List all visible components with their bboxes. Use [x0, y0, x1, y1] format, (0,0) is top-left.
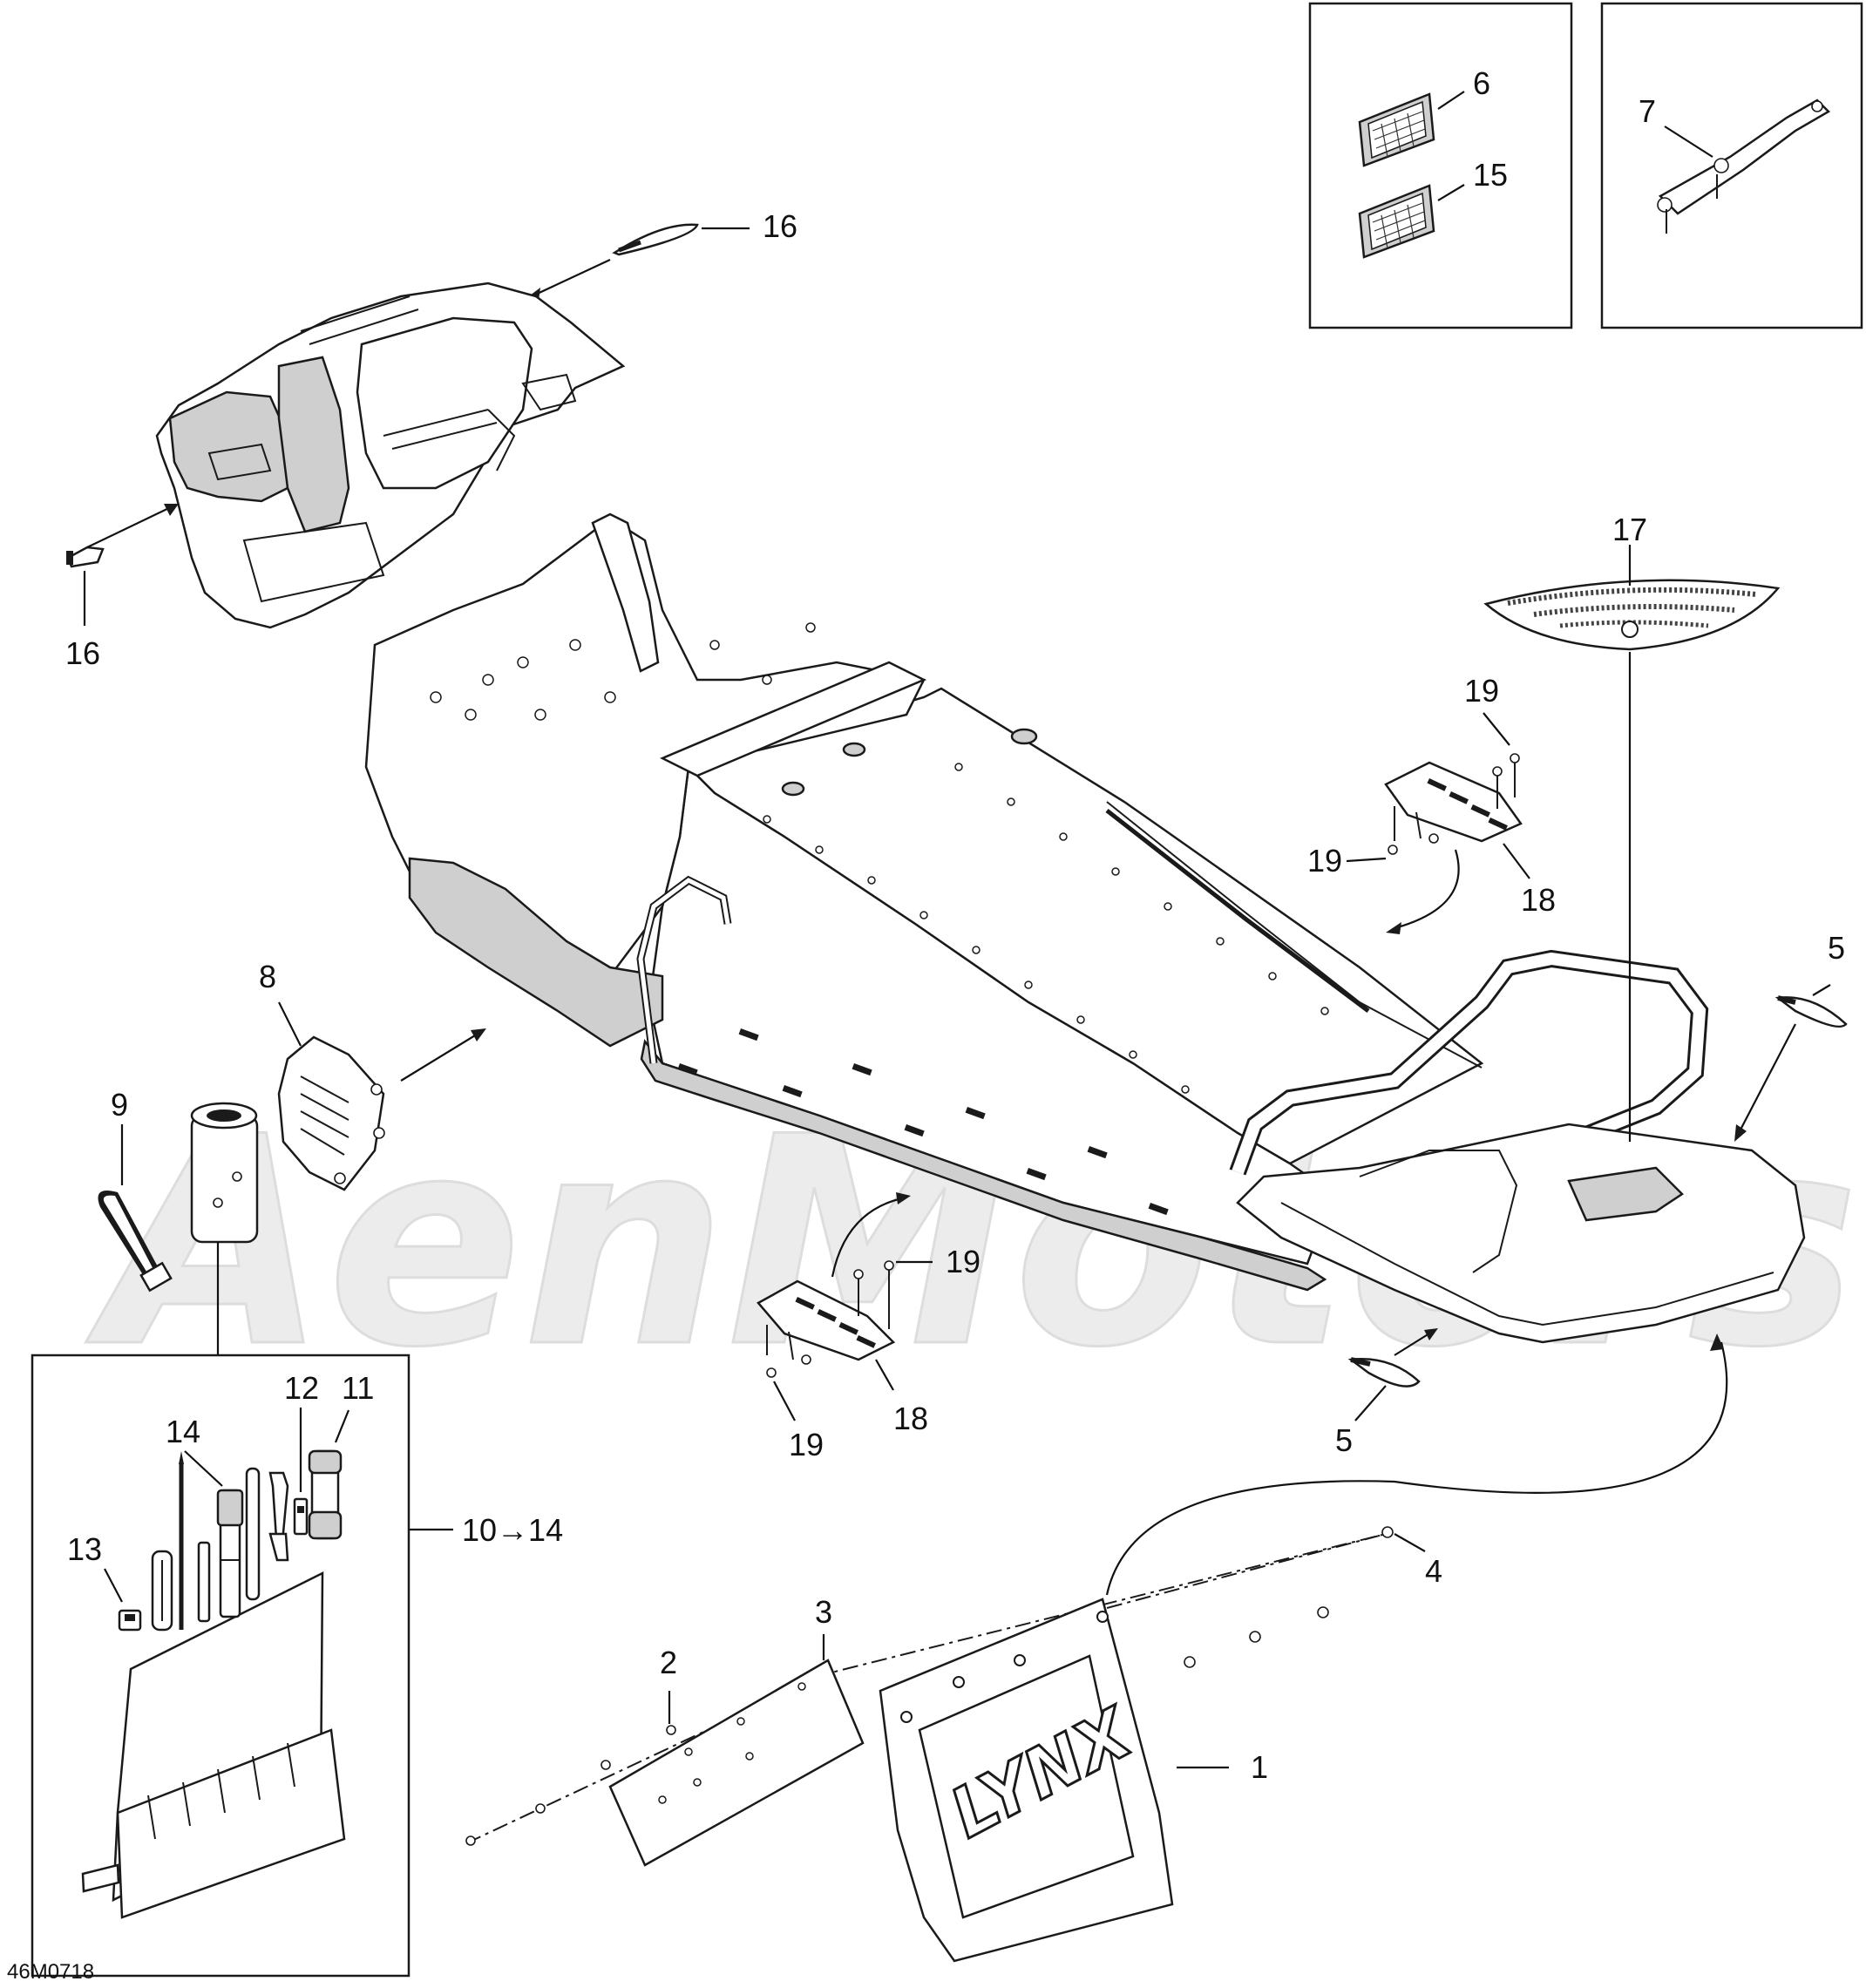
part-6-decal: [1358, 92, 1435, 167]
callout-19-upper-left: 19: [1307, 843, 1342, 879]
fasteners: [465, 1526, 1394, 1846]
callout-5-right: 5: [1828, 930, 1845, 966]
callout-15: 15: [1473, 157, 1508, 193]
callout-6: 6: [1473, 65, 1490, 101]
part-12-wrench: [293, 1497, 309, 1536]
part-1-snowflap: LYNX: [879, 1598, 1174, 1963]
callout-18-lower: 18: [893, 1401, 928, 1436]
part-15-decal: [1358, 184, 1435, 259]
tool-pouch: [81, 1571, 346, 1919]
part-5-lower-decal: [1347, 1357, 1421, 1388]
callout-17: 17: [1612, 512, 1647, 547]
part-18-upper-footrest: [1384, 753, 1523, 855]
callout-5-lower: 5: [1335, 1422, 1353, 1458]
part-17-decal: [1483, 579, 1781, 651]
callout-3: 3: [815, 1594, 832, 1630]
part-16-left-decal: [66, 546, 105, 568]
callout-16-top: 16: [763, 208, 797, 244]
part-14-tool: [197, 1489, 244, 1623]
part-11-socket: [308, 1449, 343, 1540]
callout-10-14: 10→14: [462, 1512, 563, 1548]
callout-18-upper: 18: [1521, 882, 1556, 918]
callout-19-lower-bottom: 19: [789, 1427, 824, 1462]
hood-console: [155, 282, 626, 629]
callout-11: 11: [342, 1370, 374, 1406]
part-7-bracket: [1657, 98, 1831, 234]
part-13-clip: [118, 1609, 142, 1632]
callout-14: 14: [166, 1414, 200, 1449]
tool-canister: [190, 1102, 259, 1244]
part-18-lower-footrest: [757, 1260, 896, 1378]
chassis-frame: [364, 512, 1806, 1344]
part-5-right-decal: [1774, 995, 1848, 1028]
callout-19-lower-right: 19: [946, 1244, 980, 1279]
part-8-housing: [277, 1035, 385, 1191]
part-16-top-decal: [612, 223, 699, 256]
callout-9: 9: [111, 1087, 128, 1123]
callout-19-upper-top: 19: [1464, 673, 1499, 709]
inset-box-decals: [1308, 2, 1573, 329]
screwdriver: [151, 1451, 184, 1632]
wrench-set: [245, 1467, 289, 1601]
tool-kit-box: [31, 1354, 411, 1978]
inset-box-bracket: [1600, 2, 1863, 329]
callout-7: 7: [1639, 93, 1656, 129]
callout-13: 13: [67, 1531, 102, 1567]
callout-16-left: 16: [65, 635, 100, 671]
diagram-code: 46M0718: [7, 1960, 94, 1984]
callout-4: 4: [1425, 1553, 1442, 1589]
part-9-strap: [98, 1191, 173, 1293]
callout-1: 1: [1251, 1749, 1268, 1785]
callout-8: 8: [259, 959, 276, 994]
callout-12: 12: [284, 1370, 319, 1406]
callout-2: 2: [660, 1645, 677, 1680]
part-3-backing-plate: [608, 1659, 865, 1867]
